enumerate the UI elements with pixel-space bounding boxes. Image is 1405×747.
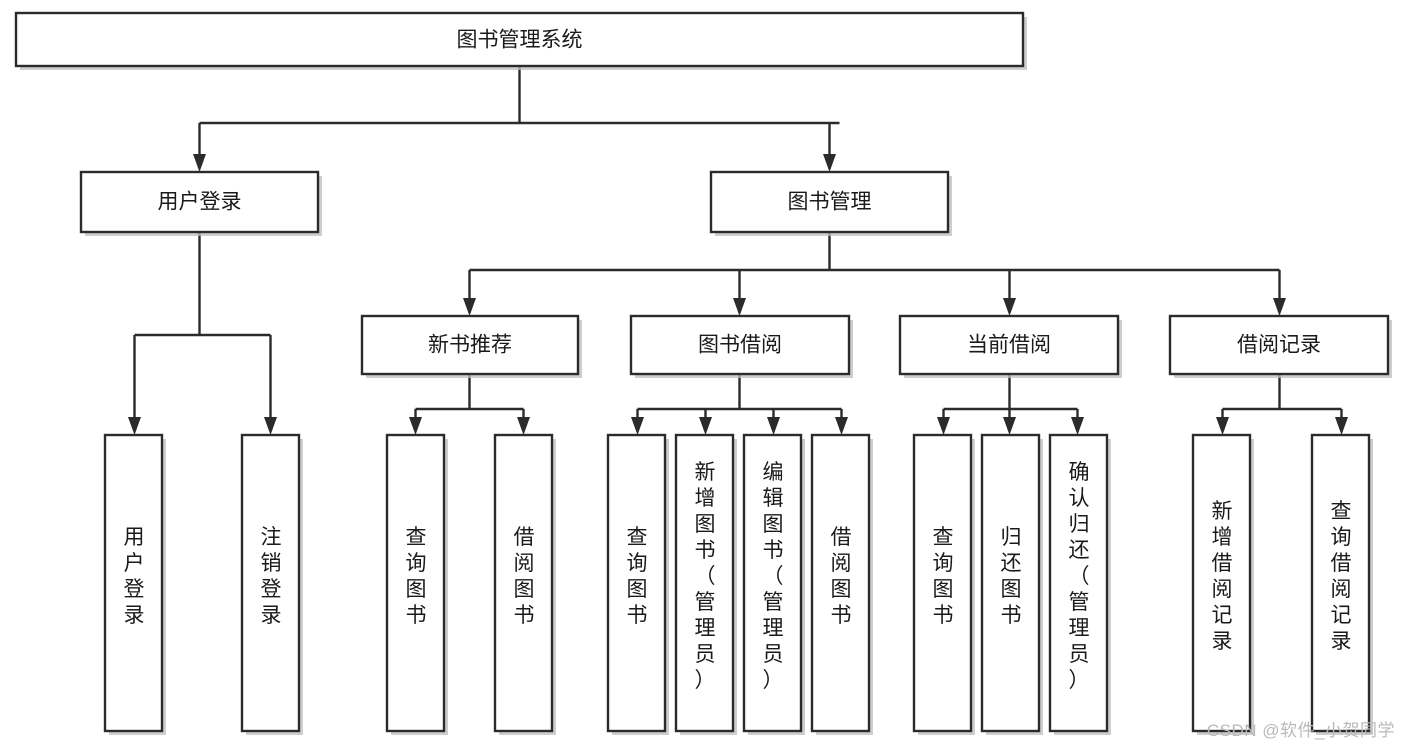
node-leaf-borrow-lend[interactable]: 借阅图书 <box>810 433 873 735</box>
node-leaf-user-login-label: 用户登录 <box>124 526 145 627</box>
connector-group-bookmgmt-to-level3 <box>463 232 1286 316</box>
node-login-box <box>79 170 320 234</box>
node-borrow[interactable]: 图书借阅 <box>629 314 853 378</box>
node-leaf-user-logout-box <box>240 433 301 733</box>
node-leaf-user-login-box <box>103 433 164 733</box>
arrowhead-leaf-borrow-lend <box>835 417 848 435</box>
connector-group-recommend-to-leaves <box>409 374 530 435</box>
node-records-box <box>1168 314 1390 376</box>
node-recommend-box <box>360 314 580 376</box>
node-borrow-box <box>629 314 851 376</box>
node-current-label: 当前借阅 <box>967 334 1051 357</box>
node-records-label: 借阅记录 <box>1237 334 1321 357</box>
node-leaf-rec-borrow-box <box>493 433 554 733</box>
arrowhead-leaf-user-logout <box>264 417 277 435</box>
node-leaf-borrow-add-box <box>674 433 735 733</box>
node-leaf-cur-query-box <box>912 433 973 733</box>
connector-group-root-to-level2 <box>193 66 840 172</box>
arrowhead-leaf-borrow-query <box>631 417 644 435</box>
node-leaf-borrow-query-label: 查询图书 <box>627 526 648 627</box>
node-leaf-user-logout[interactable]: 注销登录 <box>240 433 303 735</box>
connector-group-current-to-leaves <box>937 374 1084 435</box>
arrowhead-current <box>1003 298 1016 316</box>
node-bookmgmt-label: 图书管理 <box>788 191 872 214</box>
node-leaf-cur-confirm-label: 确认归还（管理员） <box>1069 461 1090 692</box>
node-leaf-borrow-query[interactable]: 查询图书 <box>606 433 669 735</box>
node-leaf-rec-borrow[interactable]: 借阅图书 <box>493 433 556 735</box>
arrowhead-leaf-borrow-edit <box>767 417 780 435</box>
node-leaf-user-logout-label: 注销登录 <box>261 526 282 627</box>
connector-group-borrow-to-leaves <box>631 374 848 435</box>
node-login-label: 用户登录 <box>158 191 242 214</box>
node-leaf-borrow-add[interactable]: 新增图书（管理员） <box>674 433 737 735</box>
node-records[interactable]: 借阅记录 <box>1168 314 1392 378</box>
node-leaf-rec-add[interactable]: 新增借阅记录 <box>1191 433 1254 735</box>
node-bookmgmt[interactable]: 图书管理 <box>709 170 952 236</box>
arrowhead-leaf-user-login <box>128 417 141 435</box>
arrowhead-recommend <box>463 298 476 316</box>
arrowhead-leaf-rec-add <box>1216 417 1229 435</box>
node-borrow-label: 图书借阅 <box>698 334 782 357</box>
node-leaf-cur-return-box <box>980 433 1041 733</box>
node-leaf-borrow-query-box <box>606 433 667 733</box>
arrowhead-bookmgmt <box>823 154 836 172</box>
connector-group-login-to-leaves <box>128 232 277 435</box>
node-leaf-user-login[interactable]: 用户登录 <box>103 433 166 735</box>
node-leaf-cur-query-label: 查询图书 <box>933 526 954 627</box>
node-leaf-rec-add-box <box>1191 433 1252 733</box>
node-recommend-label: 新书推荐 <box>428 334 512 357</box>
node-leaf-borrow-lend-box <box>810 433 871 733</box>
node-leaf-cur-return-label: 归还图书 <box>1001 526 1022 627</box>
node-bookmgmt-box <box>709 170 950 234</box>
node-leaf-cur-confirm-box <box>1048 433 1109 733</box>
arrowhead-leaf-cur-query <box>937 417 950 435</box>
arrowhead-leaf-cur-confirm <box>1071 417 1084 435</box>
node-leaf-rec-search-box <box>1310 433 1371 733</box>
node-leaf-borrow-edit-label: 编辑图书（管理员） <box>763 461 784 692</box>
connector-group-records-to-leaves <box>1216 374 1348 435</box>
node-leaf-borrow-add-label: 新增图书（管理员） <box>695 461 716 692</box>
node-leaf-rec-add-label: 新增借阅记录 <box>1212 500 1233 653</box>
node-leaf-rec-query-label: 查询图书 <box>406 526 427 627</box>
arrowhead-leaf-rec-borrow <box>517 417 530 435</box>
node-root-box <box>14 11 1025 68</box>
arrowhead-leaf-rec-query <box>409 417 422 435</box>
node-leaf-rec-query-box <box>385 433 446 733</box>
node-leaf-rec-search-label: 查询借阅记录 <box>1331 500 1352 653</box>
node-root[interactable]: 图书管理系统 <box>14 11 1027 70</box>
node-recommend[interactable]: 新书推荐 <box>360 314 582 378</box>
node-leaf-rec-search[interactable]: 查询借阅记录 <box>1310 433 1373 735</box>
arrowhead-records <box>1273 298 1286 316</box>
arrowhead-leaf-rec-search <box>1335 417 1348 435</box>
node-leaf-borrow-edit[interactable]: 编辑图书（管理员） <box>742 433 805 735</box>
arrowhead-login <box>193 154 206 172</box>
arrowhead-leaf-borrow-add <box>699 417 712 435</box>
arrowhead-leaf-cur-return <box>1003 417 1016 435</box>
node-leaf-rec-query[interactable]: 查询图书 <box>385 433 448 735</box>
node-leaf-borrow-edit-box <box>742 433 803 733</box>
node-leaf-borrow-lend-label: 借阅图书 <box>831 526 852 627</box>
node-leaf-rec-borrow-label: 借阅图书 <box>514 526 535 627</box>
arrowhead-borrow <box>733 298 746 316</box>
node-leaf-cur-confirm[interactable]: 确认归还（管理员） <box>1048 433 1111 735</box>
node-current-box <box>898 314 1120 376</box>
node-leaf-cur-query[interactable]: 查询图书 <box>912 433 975 735</box>
node-login[interactable]: 用户登录 <box>79 170 322 236</box>
node-leaf-cur-return[interactable]: 归还图书 <box>980 433 1043 735</box>
node-current[interactable]: 当前借阅 <box>898 314 1122 378</box>
node-root-label: 图书管理系统 <box>457 29 583 52</box>
